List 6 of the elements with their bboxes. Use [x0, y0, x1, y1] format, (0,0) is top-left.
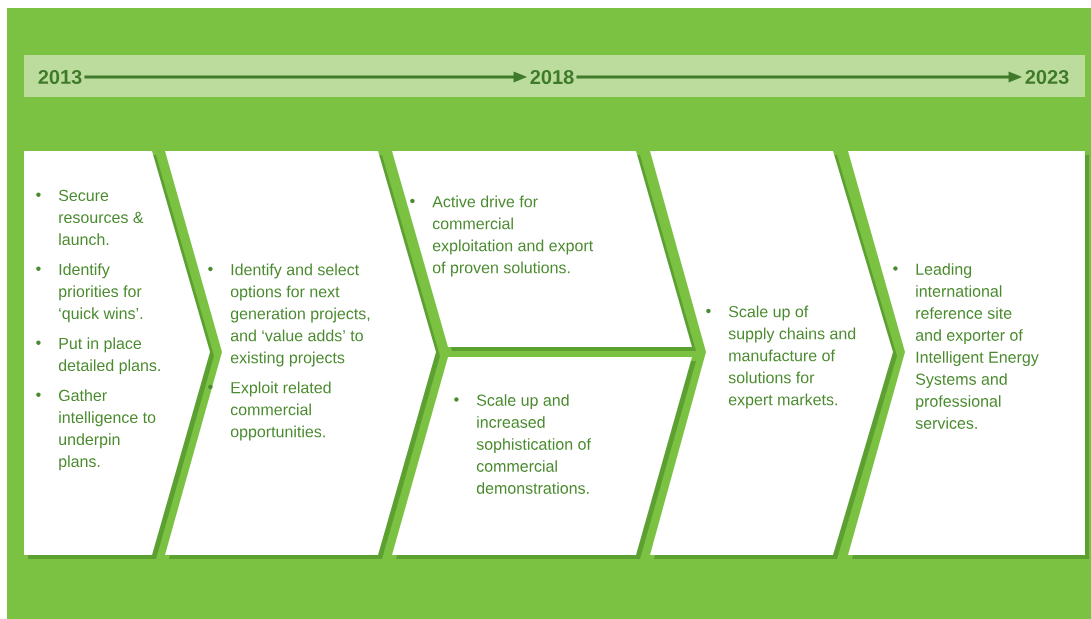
chevron-panel: Active drive for commercial exploitation and export of proven solutions. — [392, 151, 696, 351]
chevron-panel: Scale up and increased sophistication of commercial demonstrations. — [392, 357, 696, 559]
chevron-panel: Scale up of supply chains and manufacture of solutions for expert markets. — [650, 151, 897, 559]
year-label: 2013 — [38, 69, 82, 85]
year-label: 2018 — [530, 69, 574, 85]
year-label: 2023 — [1025, 69, 1069, 85]
